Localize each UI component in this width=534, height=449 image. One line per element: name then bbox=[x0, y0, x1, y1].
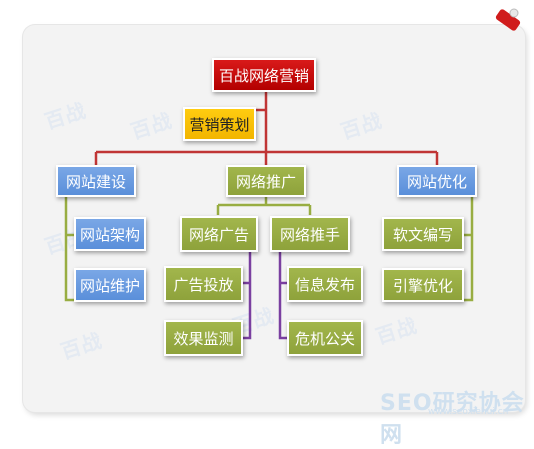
footer-logo-text: SEO研究协会网 bbox=[380, 391, 525, 448]
info-release-node: 信息发布 bbox=[287, 266, 363, 302]
planning-node: 营销策划 bbox=[183, 107, 256, 141]
online-pusher-node: 网络推手 bbox=[270, 216, 350, 252]
footer-logo: SEO研究协会网 www.seoxiehui.cn bbox=[380, 385, 534, 449]
root-node: 百战网络营销 bbox=[212, 58, 316, 92]
connector-lines bbox=[64, 92, 474, 340]
site-architecture-node: 网站架构 bbox=[74, 217, 146, 251]
footer-logo-url: www.seoxiehui.cn bbox=[428, 407, 509, 417]
ribbon-icon bbox=[495, 8, 521, 31]
site-build-node: 网站建设 bbox=[56, 165, 136, 197]
online-ads-node: 网络广告 bbox=[180, 216, 258, 252]
site-optimization-node: 网站优化 bbox=[397, 165, 477, 197]
copywriting-node: 软文编写 bbox=[382, 217, 464, 251]
search-engine-optimization-node: 引擎优化 bbox=[382, 268, 464, 302]
effect-monitoring-node: 效果监测 bbox=[164, 320, 243, 356]
site-maintenance-node: 网站维护 bbox=[74, 268, 146, 302]
promotion-node: 网络推广 bbox=[226, 165, 306, 197]
crisis-pr-node: 危机公关 bbox=[287, 320, 363, 356]
ad-placement-node: 广告投放 bbox=[164, 266, 243, 302]
